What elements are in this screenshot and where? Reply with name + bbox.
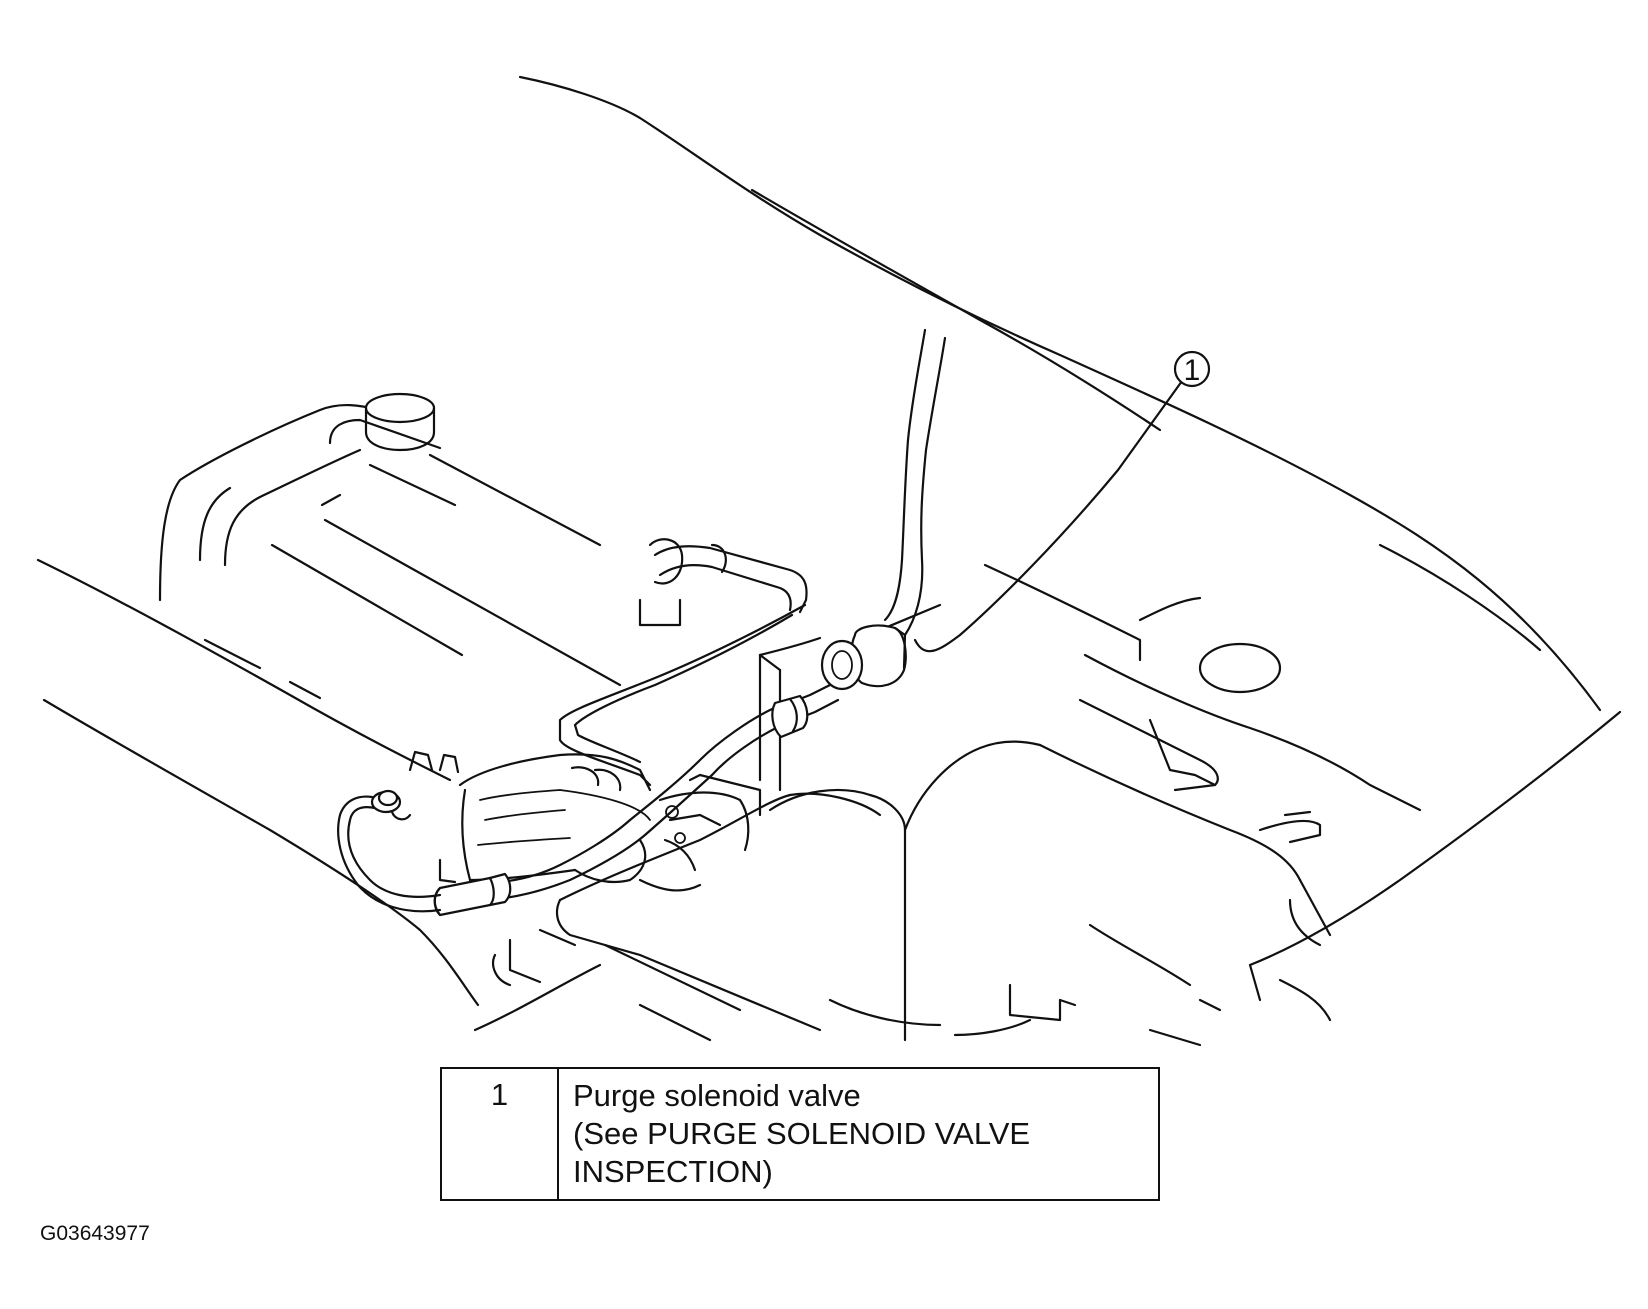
intake-assembly (408, 750, 762, 892)
engine-head-cover (158, 392, 622, 687)
legend-line: Purge solenoid valve (573, 1078, 861, 1113)
fender-lines (36, 558, 480, 1007)
purge-solenoid-valve (337, 328, 947, 917)
hood-outline (518, 75, 1622, 967)
air-duct (473, 792, 882, 1042)
legend-line: INSPECTION) (573, 1154, 773, 1189)
legend-number: 1 (442, 1069, 559, 1199)
legend-description: Purge solenoid valve (See PURGE SOLENOID… (559, 1069, 1158, 1199)
callout-number: 1 (1184, 354, 1201, 387)
legend-table: 1 Purge solenoid valve (See PURGE SOLENO… (440, 1067, 1160, 1201)
figure-id: G03643977 (40, 1222, 150, 1245)
air-cleaner-box (758, 563, 1422, 1047)
callout-1: 1 (913, 350, 1211, 653)
legend-line: (See PURGE SOLENOID VALVE (573, 1116, 1031, 1151)
